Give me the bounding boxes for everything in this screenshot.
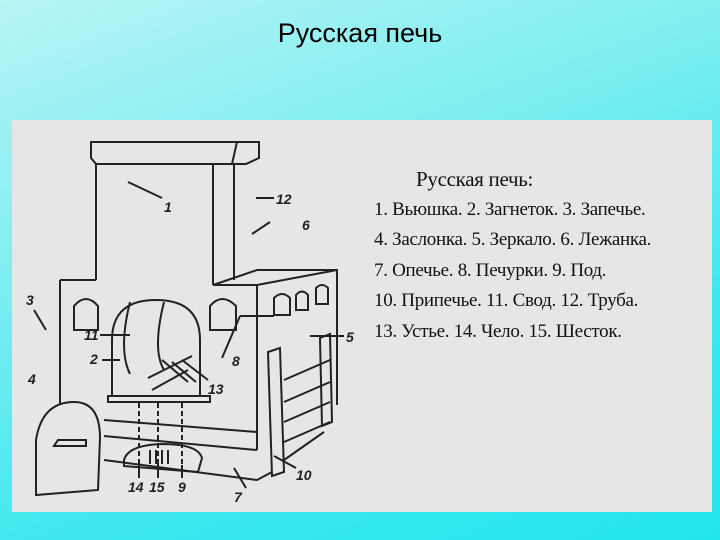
callout-11: 11: [84, 327, 99, 343]
figure-legend: Русская печь: 1. Вьюшка. 2. Загнеток. 3.…: [374, 164, 651, 347]
legend-title: Русская печь:: [416, 167, 534, 191]
legend-line: 10. Припечье. 11. Свод. 12. Труба.: [374, 290, 639, 311]
callout-8: 8: [232, 353, 240, 369]
callout-12: 12: [276, 191, 292, 207]
legend-line: 4. Заслонка. 5. Зеркало. 6. Лежанка.: [374, 229, 652, 250]
legend-line: 7. Опечье. 8. Печурки. 9. Под.: [374, 259, 607, 281]
callout-7: 7: [234, 489, 243, 505]
callout-13: 13: [208, 381, 224, 397]
callout-3: 3: [26, 292, 34, 308]
stove-figure: 1 2 3 4 5 6 7 8 9 10 11 12 13 14 15 Русс…: [12, 120, 712, 512]
callout-4: 4: [27, 371, 36, 387]
callout-2: 2: [89, 351, 98, 367]
callout-14: 14: [128, 479, 144, 495]
slide-title: Русская печь: [277, 18, 443, 48]
legend-line: 13. Устье. 14. Чело. 15. Шесток.: [374, 320, 622, 342]
legend-line: 1. Вьюшка. 2. Загнеток. 3. Запечье.: [374, 198, 646, 220]
callout-9: 9: [178, 479, 186, 495]
callout-10: 10: [296, 467, 312, 483]
callout-5: 5: [346, 329, 354, 345]
callout-1: 1: [164, 199, 172, 215]
callout-15: 15: [149, 479, 165, 495]
stove-drawing: 1 2 3 4 5 6 7 8 9 10 11 12 13 14 15: [26, 141, 354, 505]
callout-6: 6: [302, 217, 310, 233]
